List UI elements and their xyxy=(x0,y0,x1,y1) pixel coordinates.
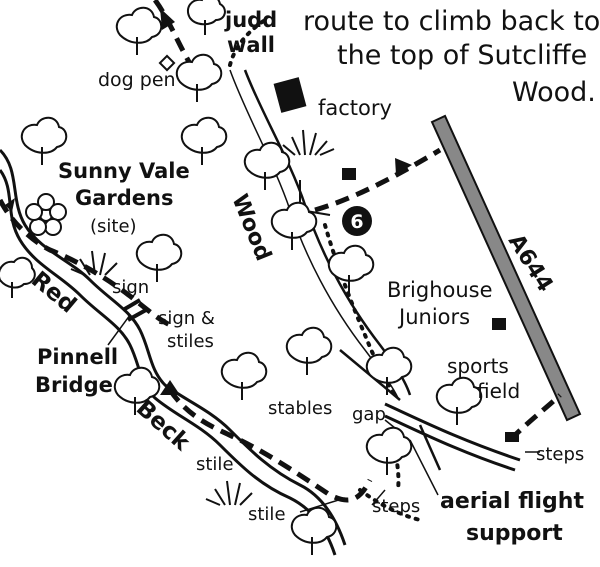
building-icon xyxy=(492,318,506,330)
tree-icon xyxy=(435,376,483,425)
intro-line-3: Wood. xyxy=(512,77,596,108)
label-stile-low: stile xyxy=(248,504,286,525)
label-field: field xyxy=(477,379,520,403)
tree-icon xyxy=(20,116,68,165)
shrubs xyxy=(70,129,335,506)
label-dog-pen: dog pen xyxy=(98,69,176,91)
label-steps-low: steps xyxy=(372,496,420,517)
label-juniors: Juniors xyxy=(397,305,470,329)
label-steps-right: steps xyxy=(536,444,584,465)
label-site: (site) xyxy=(90,216,137,237)
walk-route xyxy=(0,0,562,503)
a644-road xyxy=(430,114,582,422)
shrub-icon xyxy=(282,129,335,156)
shrub-icon xyxy=(70,250,118,276)
tree-icon xyxy=(365,346,413,395)
label-judd: judd xyxy=(224,8,277,32)
tree-icon xyxy=(180,116,228,165)
tree-icon xyxy=(220,351,268,400)
building-icon xyxy=(273,77,307,113)
tree-icon xyxy=(270,201,318,250)
label-stiles: stiles xyxy=(167,331,214,352)
tree-icon xyxy=(243,141,291,190)
label-aerial-flight: aerial flight xyxy=(440,489,584,514)
label-factory: factory xyxy=(318,96,392,120)
label-pinnell: Pinnell xyxy=(37,345,118,369)
direction-arrow-icon xyxy=(5,8,412,395)
building-icon xyxy=(505,432,519,442)
label-stile-mid: stile xyxy=(196,454,234,475)
tree-icon xyxy=(186,0,226,35)
tree-icon xyxy=(115,6,163,55)
tree-icon xyxy=(285,326,333,375)
flower-icon xyxy=(25,193,67,236)
label-gardens: Gardens xyxy=(75,186,174,210)
leader-lines xyxy=(107,314,540,513)
label-sign: sign xyxy=(112,277,149,298)
intro-line-1: route to climb back to xyxy=(303,6,600,37)
building-icon xyxy=(158,54,176,72)
label-support: support xyxy=(466,521,563,546)
tree-icon xyxy=(113,366,161,415)
waypoint-number: 6 xyxy=(350,211,363,233)
tree-icon xyxy=(135,233,183,282)
tree-icon xyxy=(365,426,413,475)
pinnell-bridge xyxy=(121,298,147,322)
label-wall: wall xyxy=(227,33,275,57)
tree-icon xyxy=(175,53,223,102)
label-sports: sports xyxy=(447,354,509,378)
building-icon xyxy=(342,168,356,180)
label-bridge: Bridge xyxy=(35,373,113,397)
tree-icon xyxy=(0,256,36,298)
waypoint-marker: 6 xyxy=(342,206,372,236)
buildings xyxy=(158,54,519,442)
label-gap: gap xyxy=(352,404,386,425)
intro-line-2: the top of Sutcliffe xyxy=(337,40,587,71)
lower-road xyxy=(384,402,521,472)
label-brighouse: Brighouse xyxy=(387,278,493,302)
tree-icon xyxy=(290,506,338,555)
label-sign-and: sign & xyxy=(158,308,215,329)
label-sunny-vale: Sunny Vale xyxy=(58,159,190,183)
tree-icon xyxy=(327,244,375,293)
label-stables: stables xyxy=(268,398,332,419)
trees xyxy=(0,0,483,555)
label-wood: Wood xyxy=(226,191,275,265)
intro-text: route to climb back to the top of Sutcli… xyxy=(303,6,600,108)
shrub-icon xyxy=(205,480,253,506)
